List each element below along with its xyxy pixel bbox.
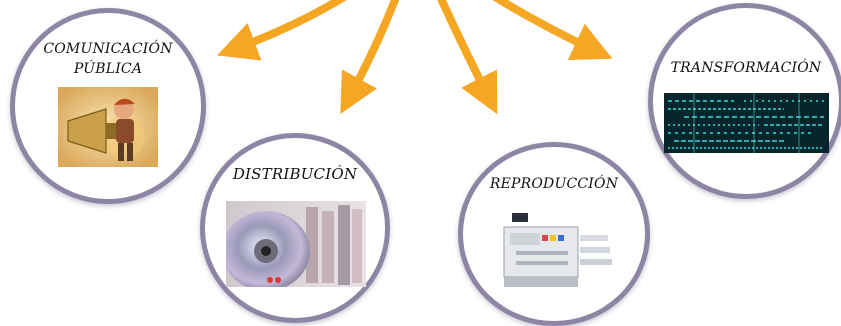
label-line: TRANSFORMACIÓN	[670, 60, 822, 76]
node-label: REPRODUCCIÓN	[463, 174, 645, 194]
label-line: COMUNICACIÓN	[43, 41, 173, 57]
compact-disc-icon	[222, 201, 366, 291]
node-distribucion: DISTRIBUCIÓN	[200, 133, 390, 323]
label-line: DISTRIBUCIÓN	[232, 165, 358, 183]
node-comunicacion-publica: COMUNICACIÓN PÚBLICA	[10, 8, 206, 204]
arrow-to-comunicacion	[216, 0, 347, 61]
megaphone-icon	[58, 87, 158, 171]
node-label: DISTRIBUCIÓN	[205, 164, 385, 184]
arrow-to-transformacion	[492, 0, 613, 61]
node-label: COMUNICACIÓN PÚBLICA	[15, 39, 201, 79]
node-label: TRANSFORMACIÓN	[653, 58, 839, 78]
binary-code-icon	[664, 93, 829, 157]
arrow-to-distribucion	[340, 0, 400, 115]
node-transformacion: TRANSFORMACIÓN	[648, 3, 841, 199]
node-reproduccion: REPRODUCCIÓN	[458, 142, 650, 326]
label-line: REPRODUCCIÓN	[489, 176, 619, 192]
arrow-to-reproduccion	[437, 0, 498, 115]
copier-machine-icon	[496, 205, 616, 295]
label-line: PÚBLICA	[73, 61, 143, 77]
